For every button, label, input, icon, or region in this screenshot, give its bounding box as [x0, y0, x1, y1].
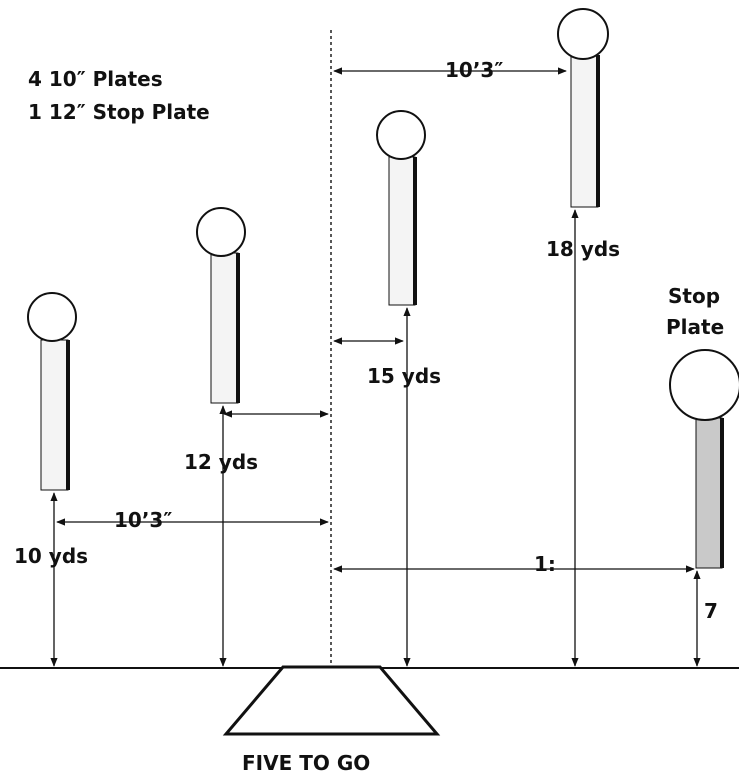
- distance-label-18yds: 18 yds: [546, 237, 620, 261]
- plate-2: [196, 207, 246, 404]
- box-label: FIVE TO GO: [242, 751, 370, 775]
- legend-line-1: 4 10″ Plates: [28, 67, 163, 91]
- plate-3: [376, 110, 426, 306]
- plate-1: [27, 292, 77, 491]
- spacing-label-top: 10’3″: [445, 58, 503, 82]
- stop-plate: [669, 349, 739, 569]
- shooting-box: [222, 665, 441, 736]
- spacing-label-left: 10’3″: [114, 508, 172, 532]
- plate-4: [557, 8, 609, 208]
- distance-label-10yds: 10 yds: [14, 544, 88, 568]
- distance-label-12yds: 12 yds: [184, 450, 258, 474]
- distance-label-stop: 7: [704, 599, 718, 623]
- stop-label-line-1: Stop: [668, 284, 720, 308]
- distance-label-15yds: 15 yds: [367, 364, 441, 388]
- stop-label-line-2: Plate: [666, 315, 724, 339]
- legend-line-2: 1 12″ Stop Plate: [28, 100, 210, 124]
- spacing-label-stop-offset: 1:: [534, 552, 556, 576]
